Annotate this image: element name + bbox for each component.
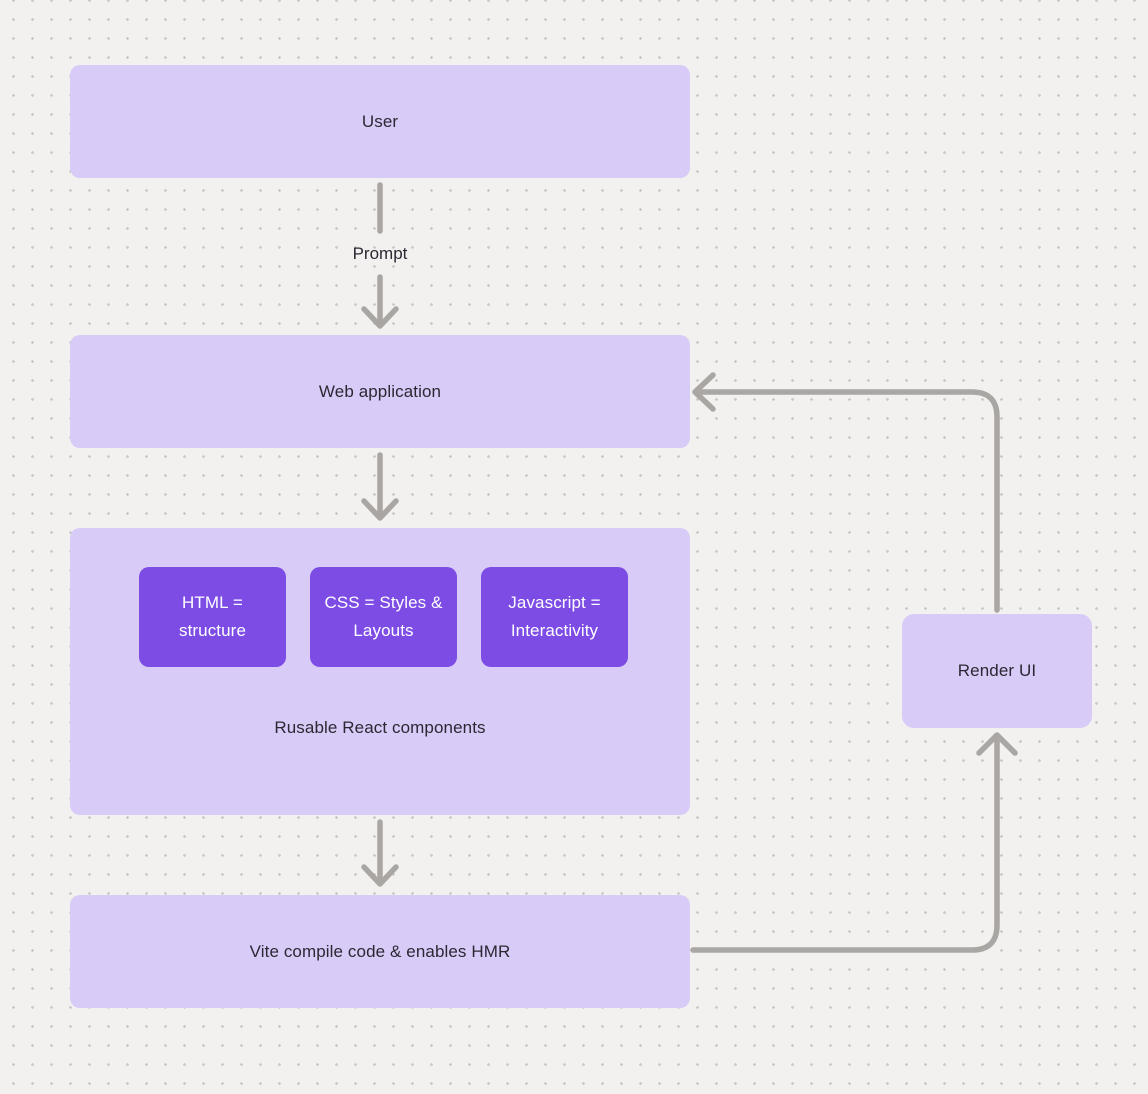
node-render-ui-label: Render UI [957,661,1037,680]
arrowhead-down-webapp [361,306,399,329]
component-chip-css-label: CSS = Styles & Layouts [324,593,443,640]
component-chip-js: Javascript = Interactivity [481,567,628,667]
components-caption: Rusable React components [274,718,486,737]
connector-renderui-webapp-line [699,389,1000,613]
node-web-application: Web application [70,335,690,448]
arrowhead-up-renderui [976,732,1018,756]
arrowhead-left-webapp [692,372,716,412]
component-chip-html: HTML = structure [139,567,286,667]
node-vite: Vite compile code & enables HMR [70,895,690,1008]
components-group: HTML = structure CSS = Styles & Layouts … [70,528,690,815]
component-chip-js-label: Javascript = Interactivity [508,593,601,640]
edge-label-prompt: Prompt [352,244,408,263]
arrowhead-down-vite [361,864,399,887]
component-chip-css: CSS = Styles & Layouts [310,567,457,667]
node-vite-label: Vite compile code & enables HMR [249,941,511,961]
component-chip-html-label: HTML = structure [178,593,247,640]
node-render-ui: Render UI [902,614,1092,728]
connector-vite-renderui-line [690,738,1000,953]
node-user: User [70,65,690,178]
arrowhead-down-components [361,498,399,521]
node-user-label: User [361,111,399,131]
node-web-application-label: Web application [318,381,442,401]
